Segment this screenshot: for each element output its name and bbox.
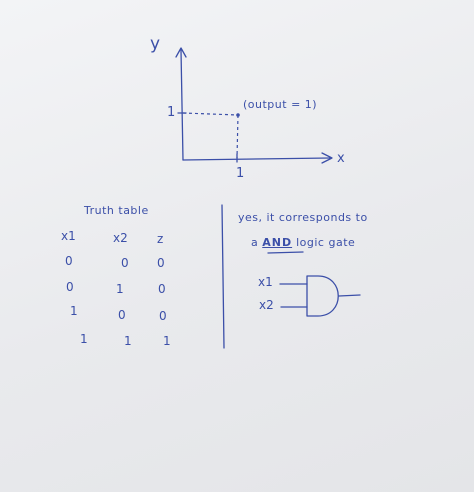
truth-table-header-x2: x2	[113, 231, 128, 245]
and-gate-icon	[279, 275, 361, 317]
table-cell: 1	[116, 282, 124, 296]
answer-suffix: logic gate	[296, 236, 356, 249]
y-axis-arrow	[175, 47, 187, 58]
table-cell: 1	[80, 332, 88, 346]
and-underline	[267, 251, 304, 254]
x-axis-arrow	[321, 152, 333, 164]
x-tick-label: 1	[236, 166, 245, 181]
table-cell: 0	[157, 256, 165, 270]
answer-line-1: yes, it corresponds to	[238, 211, 368, 224]
table-cell: 0	[118, 308, 126, 322]
truth-table-header-x1: x1	[61, 229, 76, 243]
y-axis-line	[180, 49, 184, 161]
answer-prefix: a	[251, 236, 259, 249]
answer-and-word: AND	[262, 236, 293, 249]
y-guide-dashed	[182, 112, 239, 116]
table-cell: 1	[163, 334, 171, 348]
output-note: (output = 1)	[243, 98, 318, 111]
table-cell: 0	[159, 309, 167, 323]
x-guide-dashed	[236, 114, 239, 159]
y-tick-label: 1	[167, 105, 176, 120]
gate-input-x1: x1	[258, 275, 273, 289]
x-axis-line	[182, 157, 331, 161]
table-cell: 1	[124, 334, 132, 348]
table-cell: 0	[66, 280, 74, 294]
answer-line-2: a AND logic gate	[251, 237, 355, 248]
x-axis-label: x	[337, 151, 345, 166]
truth-table-title: Truth table	[84, 204, 149, 217]
table-cell: 1	[70, 304, 78, 318]
table-cell: 0	[65, 254, 73, 268]
y-axis-label: y	[150, 34, 161, 54]
table-cell: 0	[158, 282, 166, 296]
vertical-divider	[221, 204, 225, 349]
table-cell: 0	[121, 256, 129, 270]
truth-table-header-z: z	[157, 232, 164, 246]
data-point	[236, 113, 240, 117]
gate-input-x2: x2	[259, 298, 274, 312]
